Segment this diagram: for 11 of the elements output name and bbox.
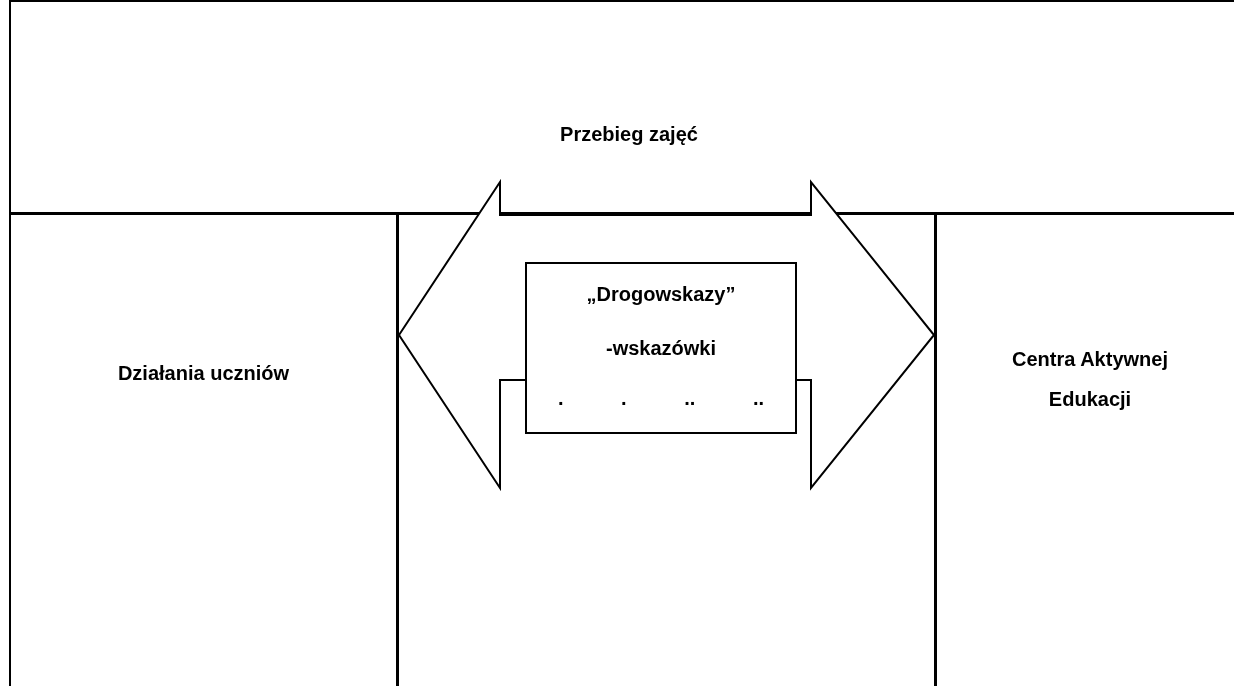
cell-text: Przebieg zajęć	[560, 122, 698, 147]
dotted-text: . . .. ..	[558, 386, 764, 410]
table-cell	[9, 213, 398, 686]
hint-box	[525, 262, 797, 434]
double-block-arrow	[397, 178, 936, 492]
cell-text: Działania uczniów	[117, 361, 290, 386]
table-cell	[935, 213, 1234, 686]
cell-text: Centra Aktywnej Edukacji	[1011, 347, 1169, 412]
empty-cell	[397, 213, 936, 686]
hint-text: „Drogowskazy”	[586, 282, 736, 306]
hint-text: -wskazówki	[605, 336, 716, 360]
